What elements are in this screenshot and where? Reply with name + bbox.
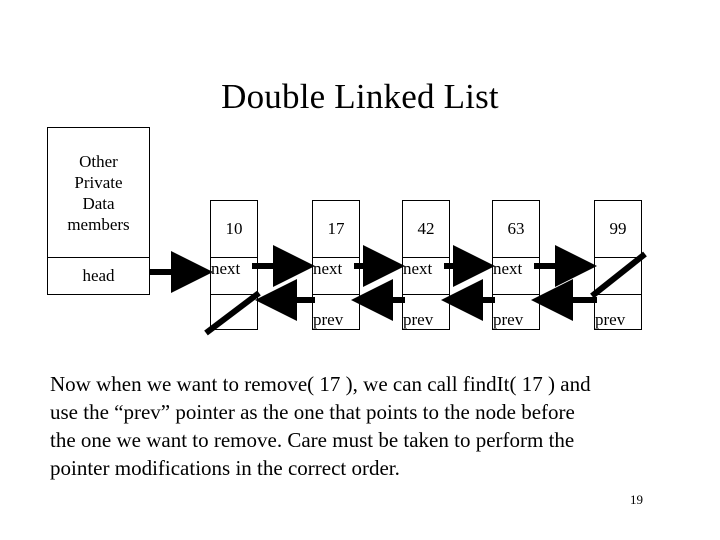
- node-value: 99: [609, 219, 627, 238]
- head-pointer-cell: head: [48, 258, 149, 294]
- node-value-cell: 17: [313, 201, 359, 258]
- node-next-cell: next: [211, 258, 257, 295]
- body-line-3: the one we want to remove. Care must be …: [50, 428, 575, 452]
- node-next-label: next: [211, 259, 241, 278]
- node-prev-label: prev: [595, 310, 626, 329]
- node-next-label: next: [493, 259, 523, 278]
- body-line-4: pointer modifications in the correct ord…: [50, 456, 400, 480]
- list-node-3: 42 next prev: [402, 200, 450, 330]
- head-pointer-label: head: [82, 266, 115, 285]
- node-value: 10: [225, 219, 243, 238]
- node-prev-cell: prev: [403, 295, 449, 329]
- page-title: Double Linked List: [221, 77, 499, 116]
- body-line-2: use the “prev” pointer as the one that p…: [50, 400, 575, 424]
- node-value-cell: 10: [211, 201, 257, 258]
- private-data-line-1: Other: [79, 151, 118, 171]
- node-prev-label: prev: [313, 310, 344, 329]
- node-prev-cell: prev: [595, 295, 641, 329]
- node-prev-cell: prev: [493, 295, 539, 329]
- list-node-5: 99 prev: [594, 200, 642, 330]
- node-next-label: next: [403, 259, 433, 278]
- node-next-cell: next: [403, 258, 449, 295]
- body-paragraph: Now when we want to remove( 17 ), we can…: [50, 370, 685, 482]
- node-value: 42: [417, 219, 435, 238]
- node-value-cell: 63: [493, 201, 539, 258]
- node-prev-cell: [211, 295, 257, 329]
- private-data-cell: Other Private Data members: [48, 128, 149, 258]
- page-number: 19: [630, 492, 643, 507]
- node-value: 63: [507, 219, 525, 238]
- node-next-cell: [595, 258, 641, 295]
- node-prev-cell: prev: [313, 295, 359, 329]
- node-next-cell: next: [313, 258, 359, 295]
- node-prev-label: prev: [493, 310, 524, 329]
- body-line-1: Now when we want to remove( 17 ), we can…: [50, 372, 591, 396]
- node-value: 17: [327, 219, 345, 238]
- node-next-label: next: [313, 259, 343, 278]
- list-node-2: 17 next prev: [312, 200, 360, 330]
- node-next-cell: next: [493, 258, 539, 295]
- private-data-line-2: Private: [74, 172, 123, 192]
- private-data-line-4: members: [67, 214, 130, 234]
- list-head-box: Other Private Data members head: [47, 127, 150, 295]
- private-data-line-3: Data: [82, 193, 115, 213]
- list-node-4: 63 next prev: [492, 200, 540, 330]
- node-value-cell: 99: [595, 201, 641, 258]
- node-prev-label: prev: [403, 310, 434, 329]
- node-value-cell: 42: [403, 201, 449, 258]
- list-node-1: 10 next: [210, 200, 258, 330]
